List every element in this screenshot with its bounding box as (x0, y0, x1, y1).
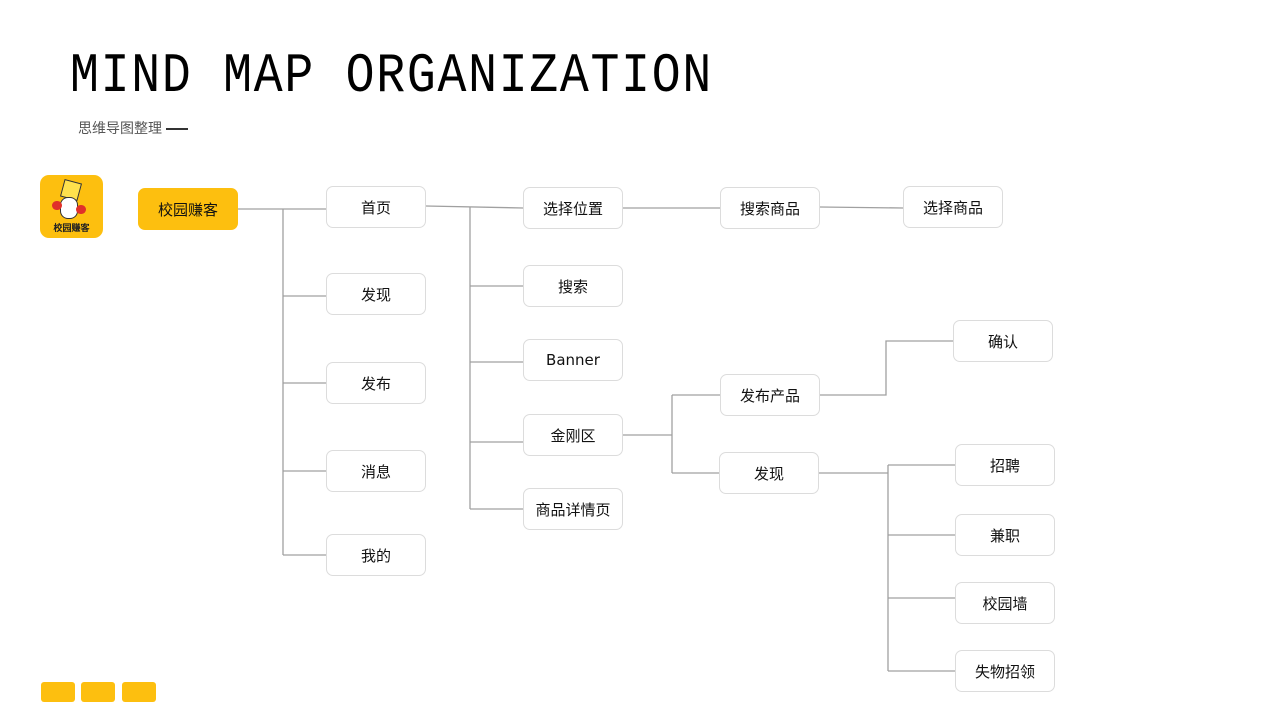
node-recruit[interactable]: 招聘 (955, 444, 1055, 486)
logo-glove-icon (52, 201, 62, 210)
node-part-time[interactable]: 兼职 (955, 514, 1055, 556)
page-indicator (41, 682, 75, 702)
node-select-product[interactable]: 选择商品 (903, 186, 1003, 228)
page-indicator (122, 682, 156, 702)
page-title: MIND MAP ORGANIZATION (70, 44, 714, 108)
subtitle-text: 思维导图整理 (78, 121, 162, 137)
node-banner[interactable]: Banner (523, 339, 623, 381)
page-subtitle: 思维导图整理 (78, 118, 188, 138)
node-lost-found[interactable]: 失物招领 (955, 650, 1055, 692)
node-publish[interactable]: 发布 (326, 362, 426, 404)
subtitle-dash (166, 128, 188, 130)
node-home[interactable]: 首页 (326, 186, 426, 228)
app-logo: 校园赚客 (40, 175, 103, 238)
page-indicator (81, 682, 115, 702)
node-search-products[interactable]: 搜索商品 (720, 187, 820, 229)
node-publish-product[interactable]: 发布产品 (720, 374, 820, 416)
logo-label: 校园赚客 (53, 224, 90, 234)
node-campus-wall[interactable]: 校园墙 (955, 582, 1055, 624)
node-confirm[interactable]: 确认 (953, 320, 1053, 362)
node-root[interactable]: 校园赚客 (138, 188, 238, 230)
node-discover[interactable]: 发现 (326, 273, 426, 315)
logo-glove-icon (76, 205, 86, 214)
node-product-detail[interactable]: 商品详情页 (523, 488, 623, 530)
node-mine[interactable]: 我的 (326, 534, 426, 576)
node-messages[interactable]: 消息 (326, 450, 426, 492)
node-kingkong[interactable]: 金刚区 (523, 414, 623, 456)
node-search[interactable]: 搜索 (523, 265, 623, 307)
node-select-location[interactable]: 选择位置 (523, 187, 623, 229)
node-discover-sub[interactable]: 发现 (719, 452, 819, 494)
